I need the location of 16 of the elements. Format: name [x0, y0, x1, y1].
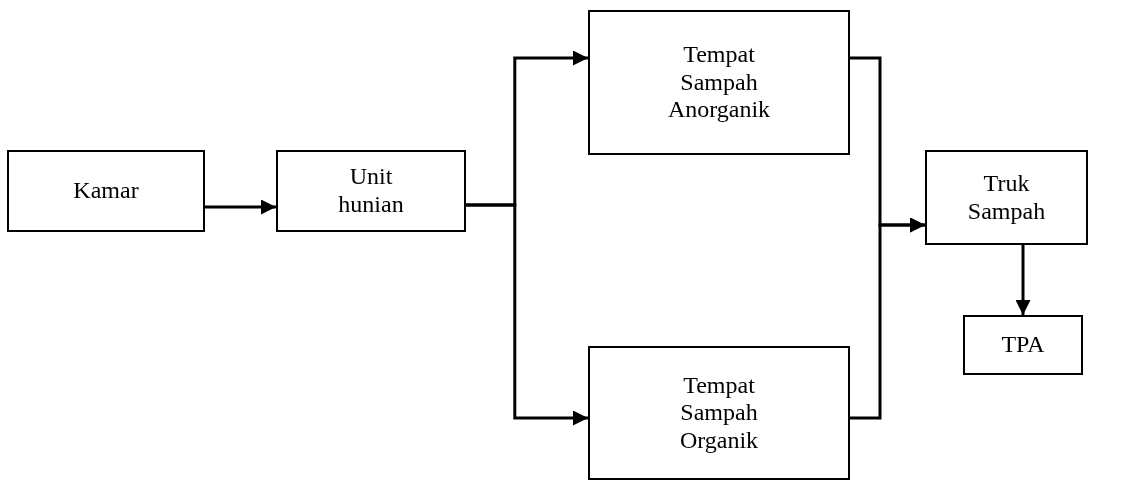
box-label: Truk Sampah: [966, 169, 1047, 226]
process-box: [276, 150, 466, 232]
process-box: [925, 150, 1088, 245]
arrow: [205, 199, 276, 215]
arrow: [1015, 245, 1031, 315]
box-label: Tempat Sampah Organik: [678, 371, 760, 455]
box-label: Tempat Sampah Anorganik: [666, 41, 772, 124]
box-label: Kamar: [73, 177, 139, 205]
process-box: [588, 10, 850, 155]
process-box: [588, 346, 850, 480]
box-label: TPA: [1001, 331, 1045, 359]
arrow: [466, 203, 588, 426]
process-box: [963, 315, 1083, 375]
box-label: Unit hunian: [337, 163, 405, 219]
arrow: [850, 217, 925, 420]
process-box: [7, 150, 205, 232]
